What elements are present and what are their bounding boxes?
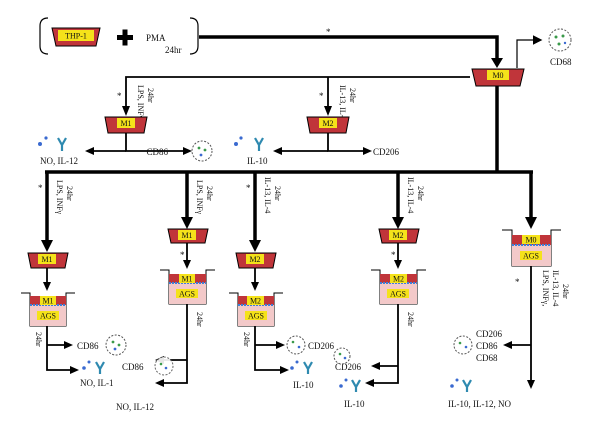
svg-text:IL-13, IL-4: IL-13, IL-4 <box>263 177 272 213</box>
svg-text:*: * <box>515 277 520 287</box>
svg-text:IL-10: IL-10 <box>293 380 314 390</box>
m2-dish: M2 <box>306 116 350 134</box>
svg-text:M2: M2 <box>392 231 403 240</box>
m2-condition: IL-13, IL-4 <box>338 85 347 121</box>
col1-m1-dish: M1 <box>27 252 69 269</box>
m2-secreted: IL-10 <box>247 156 268 166</box>
cell-marker-icon <box>333 347 351 365</box>
svg-text:24hr: 24hr <box>205 186 214 201</box>
svg-text:M2: M2 <box>322 119 333 128</box>
svg-text:M2: M2 <box>250 297 261 306</box>
svg-text:M1: M1 <box>120 119 131 128</box>
m0-dish: M0 <box>471 68 525 87</box>
svg-text:M2: M2 <box>393 275 404 284</box>
m1-condition: LPS, INFγ <box>136 85 145 120</box>
secretion-icon <box>290 360 313 374</box>
svg-text:LPS, INFγ: LPS, INFγ <box>195 180 204 215</box>
cell-marker-icon <box>548 28 572 52</box>
svg-text:24hr: 24hr <box>65 186 74 201</box>
secretion-icon <box>450 378 472 392</box>
col4-m2-dish: M2 <box>378 228 420 244</box>
svg-text:AGS: AGS <box>523 252 539 261</box>
m1-marker: CD86 <box>146 147 168 157</box>
svg-text:M0: M0 <box>525 236 536 245</box>
thp1-dish: THP-1 <box>51 27 101 47</box>
svg-text:*: * <box>391 250 396 260</box>
col1-transwell: M1 AGS <box>21 292 75 327</box>
thp1-label: THP-1 <box>65 32 87 41</box>
cell-marker-icon <box>105 334 127 356</box>
svg-text:AGS: AGS <box>248 312 264 321</box>
svg-text:M1: M1 <box>42 297 53 306</box>
secretion-icon <box>234 136 264 151</box>
m1-time: 24hr <box>146 88 155 103</box>
cell-marker-icon <box>154 356 174 376</box>
svg-text:*: * <box>246 183 251 193</box>
secretion-icon <box>339 378 361 392</box>
col2-transwell: M1 AGS <box>160 269 215 305</box>
svg-text:M1: M1 <box>41 255 52 264</box>
svg-text:M2: M2 <box>249 255 260 264</box>
cell-marker-icon <box>286 335 306 355</box>
svg-text:CD86: CD86 <box>476 341 498 351</box>
svg-text:CD68: CD68 <box>476 353 498 363</box>
m2-time: 24hr <box>348 88 357 103</box>
col5-transwell: M0 AGS <box>502 229 561 267</box>
svg-text:AGS: AGS <box>390 290 406 299</box>
m1-dish: M1 <box>104 116 148 134</box>
svg-text:CD206: CD206 <box>476 329 503 339</box>
m2-marker: CD206 <box>373 147 400 157</box>
svg-text:*: * <box>117 91 122 101</box>
pma-time: 24hr <box>165 45 182 55</box>
svg-text:24hr: 24hr <box>273 186 282 201</box>
svg-text:IL-10: IL-10 <box>344 399 365 409</box>
secretion-icon <box>82 360 105 374</box>
left-bracket <box>39 17 49 55</box>
asterisk-top: * <box>326 27 331 37</box>
svg-text:24hr: 24hr <box>561 284 570 299</box>
svg-text:LPS, INFγ: LPS, INFγ <box>55 180 64 215</box>
secretion-icon <box>38 136 67 151</box>
svg-text:M1: M1 <box>181 231 192 240</box>
col3-m2-dish: M2 <box>235 252 277 269</box>
svg-text:M1: M1 <box>181 275 192 284</box>
svg-text:*: * <box>180 250 185 260</box>
pma-label: PMA <box>146 33 166 43</box>
svg-text:CD206: CD206 <box>335 362 362 372</box>
svg-text:AGS: AGS <box>179 290 195 299</box>
svg-text:*: * <box>319 91 324 101</box>
svg-text:CD86: CD86 <box>77 341 99 351</box>
svg-text:CD86: CD86 <box>122 362 144 372</box>
svg-text:24hr: 24hr <box>34 332 43 347</box>
right-bracket <box>189 17 199 55</box>
col4-transwell: M2 AGS <box>371 269 426 305</box>
svg-text:24hr: 24hr <box>195 312 204 327</box>
m1-secreted: NO, IL-12 <box>40 156 78 166</box>
svg-text:LPS, INFγ,: LPS, INFγ, <box>541 270 550 306</box>
plus-icon <box>117 29 133 46</box>
svg-text:IL-10, IL-12, NO: IL-10, IL-12, NO <box>448 399 511 409</box>
svg-text:IL-13, IL-4: IL-13, IL-4 <box>406 177 415 213</box>
svg-text:IL-13, IL-4: IL-13, IL-4 <box>551 270 560 306</box>
cell-marker-icon <box>453 335 473 355</box>
svg-text:AGS: AGS <box>40 312 56 321</box>
svg-text:24hr: 24hr <box>406 312 415 327</box>
m0-label: M0 <box>492 71 503 80</box>
svg-text:24hr: 24hr <box>242 332 251 347</box>
col2-m1-dish: M1 <box>167 228 209 244</box>
arrow-to-m0 <box>199 35 499 60</box>
svg-text:*: * <box>38 183 43 193</box>
col3-transwell: M2 AGS <box>229 292 283 327</box>
cd68-label: CD68 <box>550 57 572 67</box>
svg-text:NO, IL-12: NO, IL-12 <box>116 402 154 412</box>
cell-marker-icon <box>191 140 213 162</box>
svg-text:CD206: CD206 <box>308 341 335 351</box>
svg-text:NO, IL-1: NO, IL-1 <box>80 378 114 388</box>
svg-text:24hr: 24hr <box>416 186 425 201</box>
